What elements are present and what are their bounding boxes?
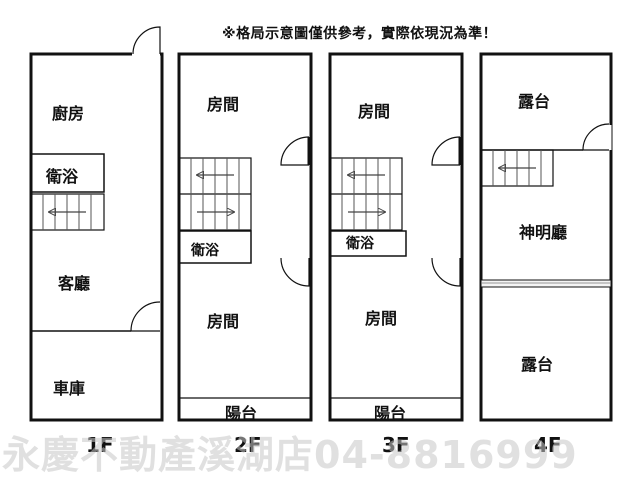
floor-1f-plan	[29, 26, 164, 422]
floor-2f-title: 2F	[234, 433, 262, 457]
floor-1f-entrance-door	[132, 26, 161, 55]
floor-3f-title: 3F	[382, 433, 410, 457]
floor-1f-bath-label: 衛浴	[46, 167, 79, 186]
floor-2f-plan	[177, 52, 313, 422]
floor-4f-title: 4F	[534, 433, 562, 457]
floor-1f-kitchen-label: 廚房	[52, 104, 85, 123]
floor-1f-outline	[29, 52, 164, 422]
floor-4f-window	[480, 279, 612, 288]
floor-1f-living-label: 客廳	[58, 274, 91, 293]
floor-2f-door-top	[280, 136, 310, 166]
floor-2f-outline	[177, 52, 313, 422]
floor-2f-bath-label: 衛浴	[191, 243, 219, 259]
floor-4f-outline	[479, 52, 613, 422]
disclaimer-notice: ※格局示意圖僅供參考，實際依現況為準！	[222, 26, 498, 42]
floor-4f-door	[582, 123, 610, 151]
floor-3f-plan	[328, 52, 464, 422]
floor-3f-bath-box	[329, 230, 407, 257]
floor-1f-bath-box	[30, 153, 105, 193]
floor-2f-bath-box	[178, 230, 252, 264]
floor-2f-door-bottom	[280, 257, 310, 287]
floor-3f-room-bottom-label: 房間	[365, 309, 398, 328]
floor-2f-room-top-label: 房間	[207, 95, 240, 114]
floor-3f-room-top-label: 房間	[358, 102, 391, 121]
floor-4f-terrace-bottom-label: 露台	[521, 355, 554, 374]
floor-1f-title: 1F	[86, 433, 114, 457]
floor-4f-plan	[479, 52, 613, 422]
floor-1f-inner-door	[130, 301, 161, 332]
agency-watermark: 永慶不動產溪湖店04-8816999	[2, 433, 578, 477]
floor-3f-balcony-label: 陽台	[374, 404, 407, 423]
floor-3f-door-bottom	[431, 257, 461, 287]
floor-4f-terrace-top-label: 露台	[518, 92, 551, 111]
floor-3f-bath-label: 衛浴	[346, 236, 374, 252]
floor-2f-balcony-label: 陽台	[225, 404, 258, 423]
floor-2f-room-bottom-label: 房間	[207, 312, 240, 331]
floor-1f-garage-label: 車庫	[53, 379, 86, 398]
floor-3f-door-top	[431, 136, 461, 166]
floor-4f-shrine-label: 神明廳	[519, 223, 568, 242]
